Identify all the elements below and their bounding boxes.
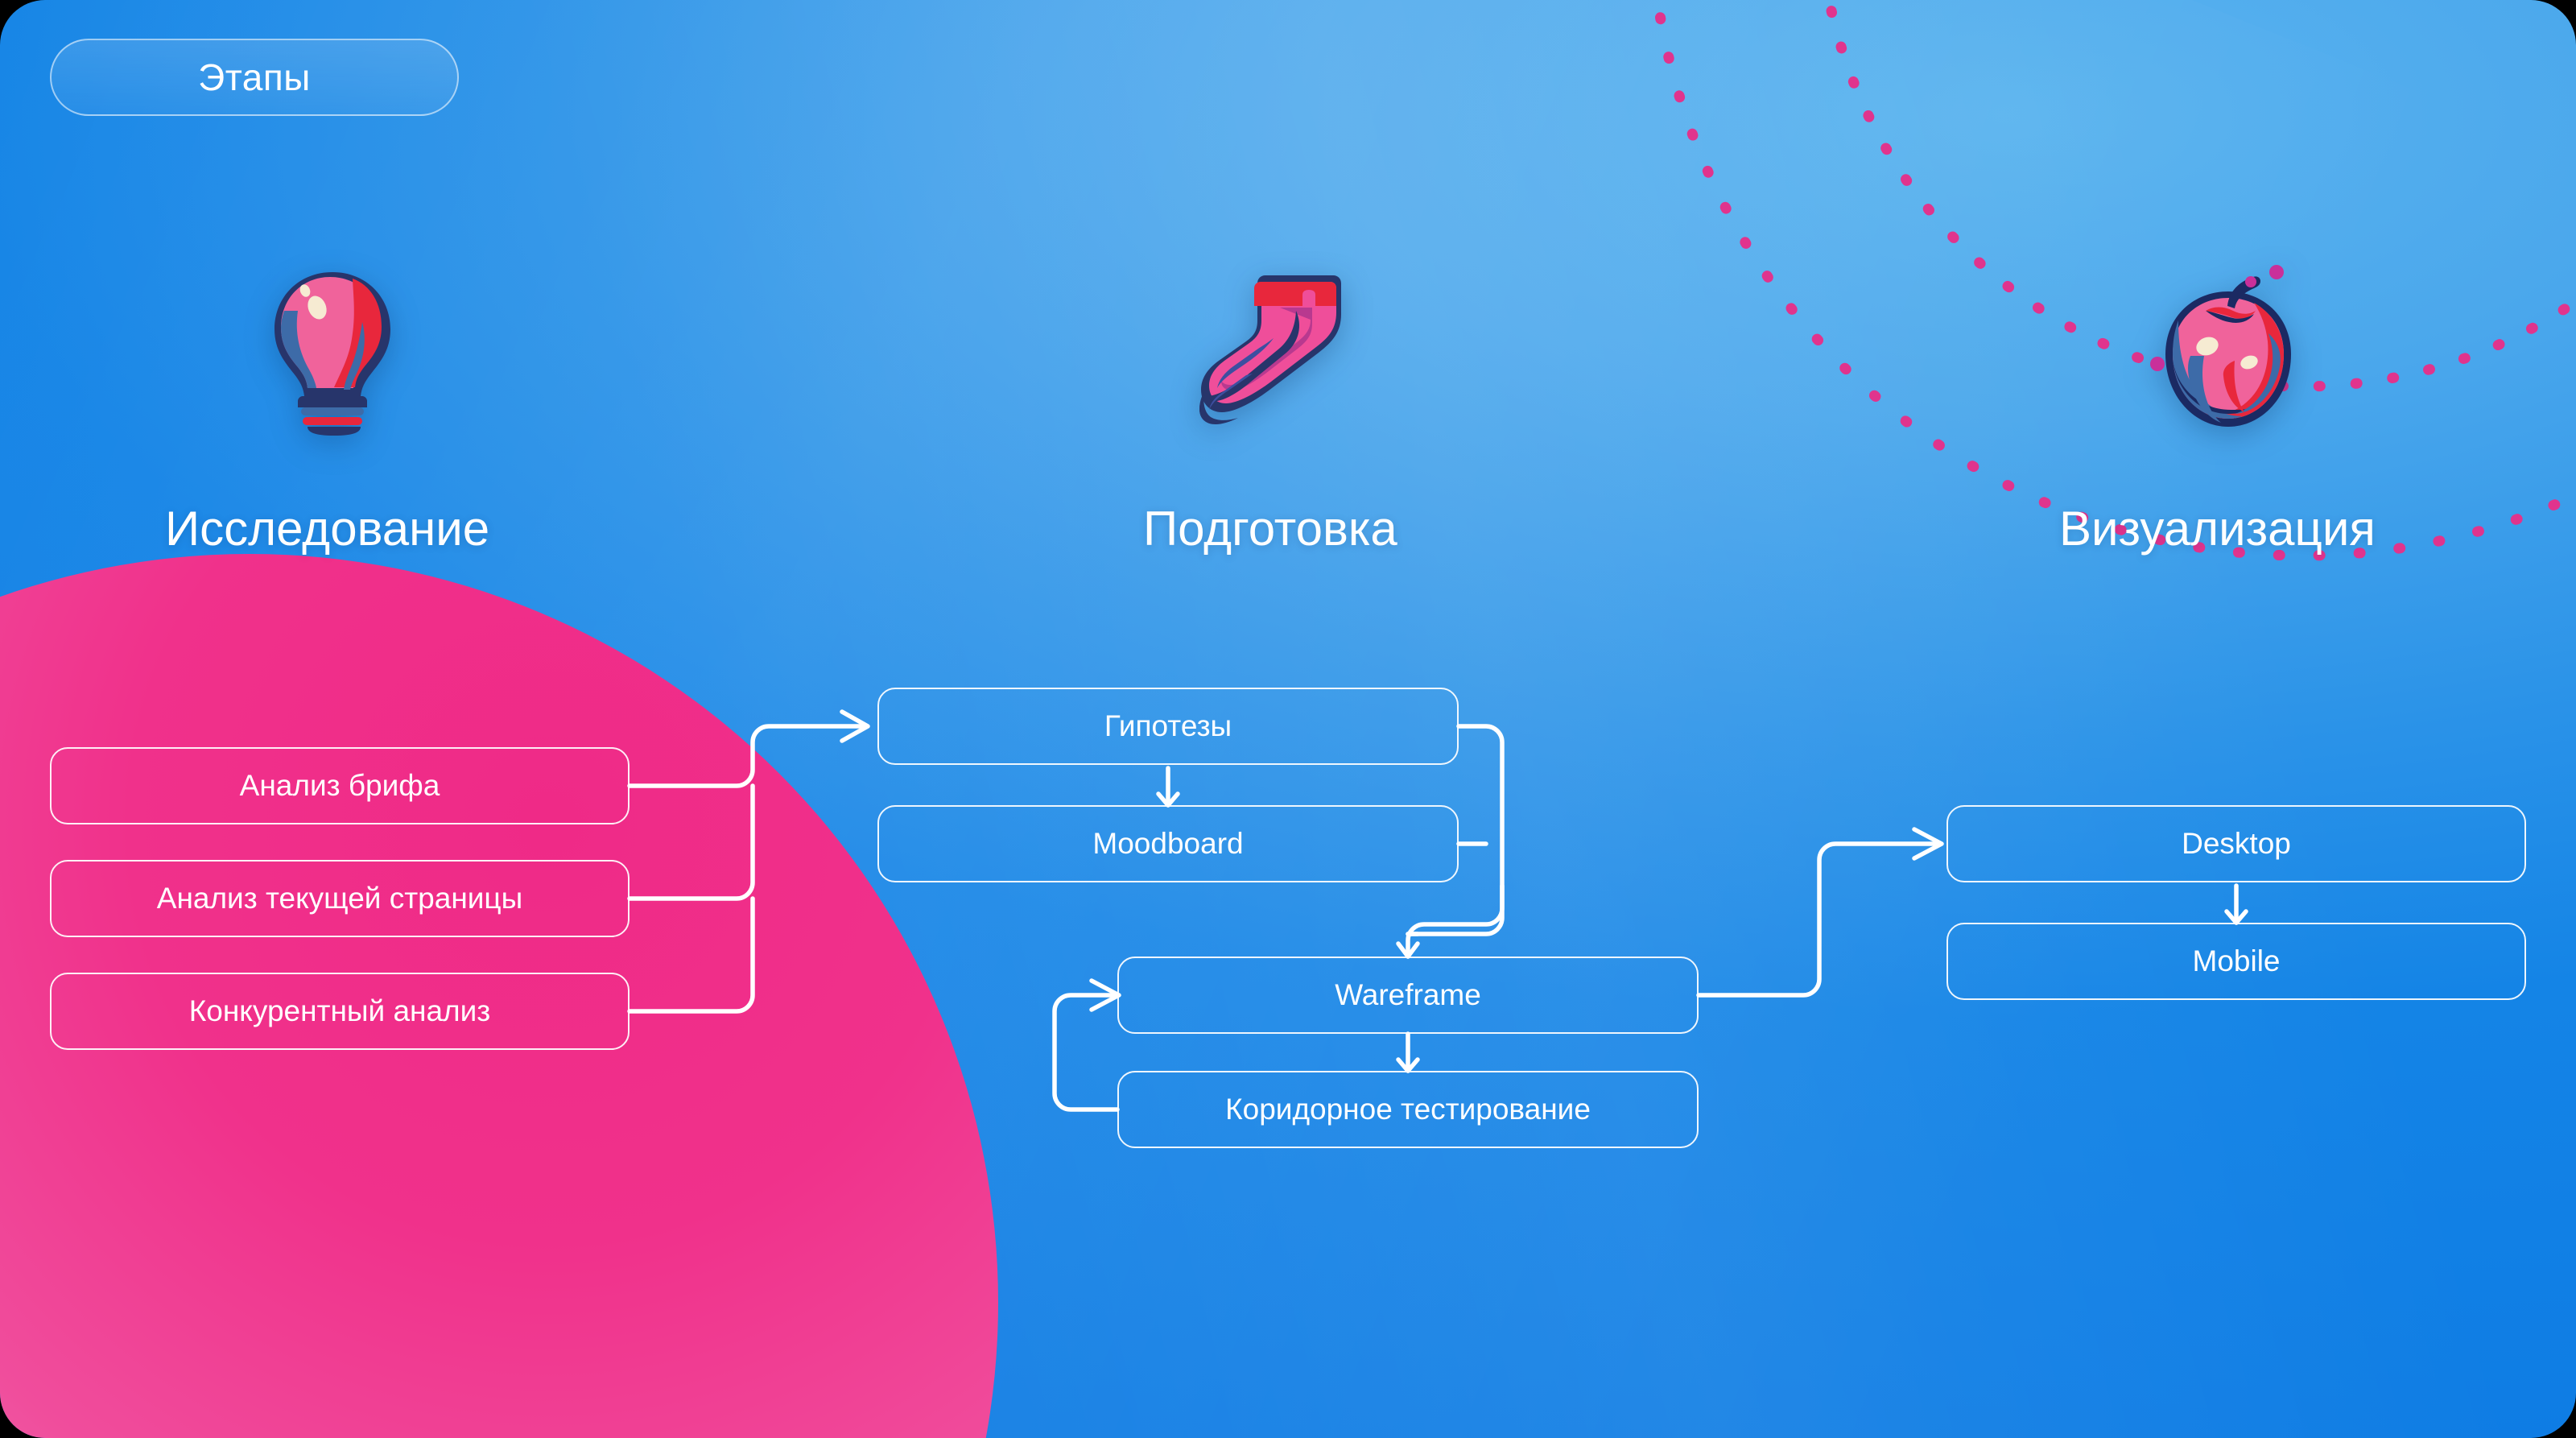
dotted-arc-decoration xyxy=(1652,0,2576,561)
apple-icon xyxy=(2148,262,2309,436)
flow-box-competitor[interactable]: Конкурентный анализ xyxy=(50,973,630,1050)
stage-title-research: Исследование xyxy=(165,502,490,556)
stage-title-preparation: Подготовка xyxy=(1143,502,1397,556)
stage-title-visualization: Визуализация xyxy=(2059,502,2376,556)
stage-badge[interactable]: Этапы xyxy=(50,39,459,116)
flow-box-current-page[interactable]: Анализ текущей страницы xyxy=(50,860,630,937)
flow-box-hypotheses[interactable]: Гипотезы xyxy=(877,688,1459,765)
flow-box-desktop[interactable]: Desktop xyxy=(1946,805,2526,882)
stage-badge-label: Этапы xyxy=(198,56,311,98)
sock-icon xyxy=(1199,262,1352,436)
flow-box-wareframe[interactable]: Wareframe xyxy=(1117,957,1699,1034)
lightbulb-icon xyxy=(256,262,409,436)
flow-box-corridor-testing[interactable]: Коридорное тестирование xyxy=(1117,1071,1699,1148)
flow-box-mobile[interactable]: Mobile xyxy=(1946,923,2526,1000)
flow-box-brief-analysis[interactable]: Анализ брифа xyxy=(50,747,630,824)
flow-box-moodboard[interactable]: Moodboard xyxy=(877,805,1459,882)
